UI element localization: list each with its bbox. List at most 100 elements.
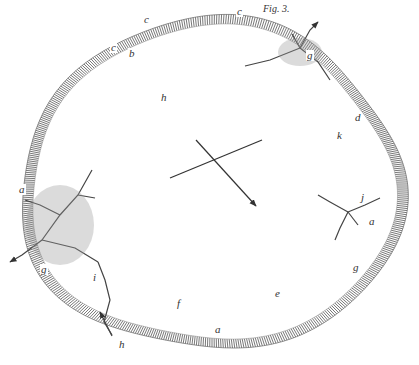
margin-tick (120, 321, 125, 329)
margin-tick (27, 163, 37, 164)
margin-tick (386, 147, 396, 149)
margin-tick (40, 119, 49, 123)
margin-tick (371, 121, 380, 125)
margin-tick (27, 165, 37, 166)
margin-tick (322, 57, 328, 64)
margin-tick (244, 16, 246, 25)
margin-tick (295, 327, 300, 335)
margin-tick (394, 169, 405, 171)
margin-tick (200, 337, 202, 346)
margin-tick (205, 338, 206, 347)
margin-tick (316, 316, 322, 324)
margin-tick (29, 155, 39, 157)
margin-tick (227, 14, 229, 23)
margin-tick (173, 22, 175, 31)
part-letter: f (176, 298, 181, 309)
margin-tick (218, 15, 219, 24)
margin-tick (303, 324, 308, 332)
margin-tick (364, 111, 373, 115)
margin-tick (216, 15, 217, 24)
margin-tick (360, 104, 369, 108)
margin-tick (172, 333, 174, 342)
margin-tick (192, 336, 193, 345)
margin-tick (289, 329, 293, 337)
figure-caption: Fig. 3. (262, 4, 290, 14)
margin-tick (47, 105, 56, 109)
margin-tick (174, 333, 176, 342)
shading (26, 38, 322, 265)
margin-tick (234, 339, 235, 348)
margin-tick (376, 258, 386, 262)
margin-tick (379, 253, 389, 257)
margin-tick (368, 270, 377, 275)
margin-tick (248, 16, 250, 25)
margin-tick (193, 18, 194, 27)
margin-tick (297, 326, 302, 334)
margin-tick (203, 337, 204, 346)
margin-tick (222, 339, 224, 348)
margin-tick (113, 319, 118, 327)
margin-tick (397, 187, 408, 188)
margin-tick (398, 193, 409, 194)
margin-tick (227, 339, 229, 348)
nerve-branches (10, 22, 380, 336)
margin-tick (207, 338, 208, 347)
margin-tick (54, 287, 63, 293)
margin-tick (389, 154, 399, 156)
margin-tick (393, 225, 404, 227)
margin-tick (25, 174, 35, 176)
margin-tick (48, 281, 57, 287)
margin-tick (354, 96, 362, 101)
margin-tick (126, 323, 131, 331)
margin-tick (58, 89, 66, 94)
margin-tick (309, 321, 315, 329)
margin-tick (137, 326, 141, 334)
margin-tick (25, 180, 35, 181)
margin-tick (352, 93, 360, 98)
margin-tick (391, 158, 401, 160)
margin-tick (170, 332, 172, 341)
margin-tick (359, 281, 368, 287)
margin-tick (28, 161, 38, 162)
margin-tick (393, 164, 404, 165)
margin-tick (95, 56, 101, 63)
margin-tick (24, 182, 34, 183)
margin-tick (236, 339, 237, 348)
margin-tick (122, 41, 127, 49)
margin-tick (286, 30, 290, 39)
margin-tick (133, 325, 137, 333)
margin-tick (42, 274, 51, 279)
margin-tick (46, 279, 55, 284)
margin-tick (312, 319, 318, 327)
part-letter: a (368, 216, 376, 227)
margin-tick (321, 313, 327, 320)
margin-tick (168, 332, 170, 340)
margin-tick (257, 337, 260, 346)
margin-tick (223, 14, 225, 23)
margin-tick (325, 311, 332, 318)
margin-tick (314, 317, 320, 325)
margin-tick (396, 177, 407, 178)
margin-tick (353, 95, 361, 100)
part-letter: c (110, 42, 117, 53)
margin-tick (397, 183, 408, 184)
margin-tick (361, 106, 370, 110)
margin-tick (395, 171, 406, 173)
part-letter: c (143, 14, 150, 25)
margin-tick (49, 103, 58, 108)
margin-tick (188, 335, 189, 344)
margin-tick (57, 91, 66, 96)
margin-tick (185, 335, 186, 344)
margin-tick (190, 336, 191, 345)
margin-tick (395, 215, 406, 217)
margin-tick (242, 339, 244, 348)
margin-tick (397, 191, 408, 192)
margin-tick (179, 334, 181, 343)
margin-tick (186, 19, 187, 28)
margin-tick (161, 26, 164, 35)
margin-tick (122, 322, 127, 330)
margin-tick (244, 339, 246, 348)
margin-tick (307, 322, 313, 330)
margin-tick (251, 17, 253, 26)
margin-tick (96, 55, 102, 62)
